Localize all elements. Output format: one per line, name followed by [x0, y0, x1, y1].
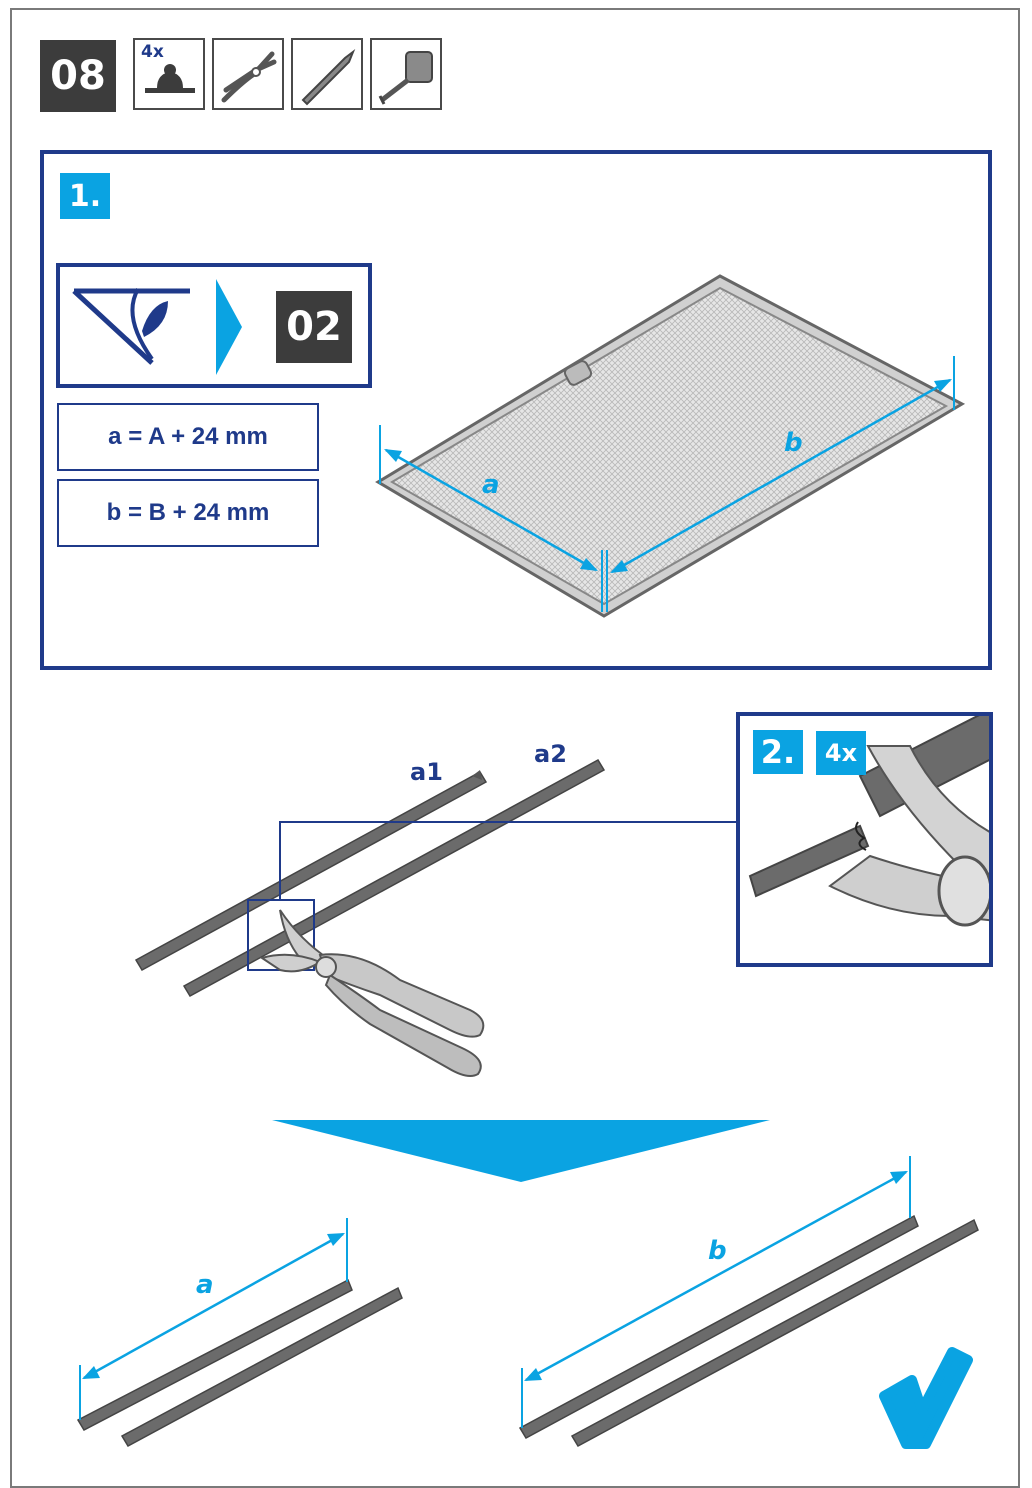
- result-dimension-b: b: [708, 1236, 727, 1266]
- tape-measure-icon: [378, 51, 433, 105]
- section1-number: 1.: [60, 173, 110, 219]
- pliers-drawing: [259, 909, 485, 1077]
- tool-quantity: 4x: [141, 42, 164, 62]
- pliers-icon: [221, 51, 277, 103]
- section2-number: 2.: [753, 730, 803, 774]
- formula-a: a = A + 24 mm: [57, 403, 319, 471]
- dimension-label-a: a: [482, 470, 500, 500]
- section-measure: [40, 150, 992, 670]
- tool-clip-box: 4x: [133, 38, 205, 110]
- dimension-label-b: b: [784, 428, 803, 458]
- tool-pliers-box: [212, 38, 284, 110]
- step-number-badge: 08: [40, 40, 116, 112]
- tool-pencil-box: [291, 38, 363, 110]
- mounting-clip-icon: [145, 64, 195, 93]
- profile-label-a1: a1: [410, 758, 443, 786]
- formula-b: b = B + 24 mm: [57, 479, 319, 547]
- tool-tape-measure-box: [370, 38, 442, 110]
- cut-detail-illustration: [748, 716, 989, 927]
- result-dimension-a: a: [196, 1270, 214, 1300]
- profile-label-a2: a2: [534, 740, 567, 768]
- chevron-right-icon: [216, 279, 242, 375]
- reference-step-number: 02: [276, 291, 352, 363]
- pencil-icon: [301, 49, 356, 106]
- eye-check-icon: [72, 288, 190, 365]
- reference-box: [56, 263, 372, 388]
- section2-quantity: 4x: [816, 731, 866, 775]
